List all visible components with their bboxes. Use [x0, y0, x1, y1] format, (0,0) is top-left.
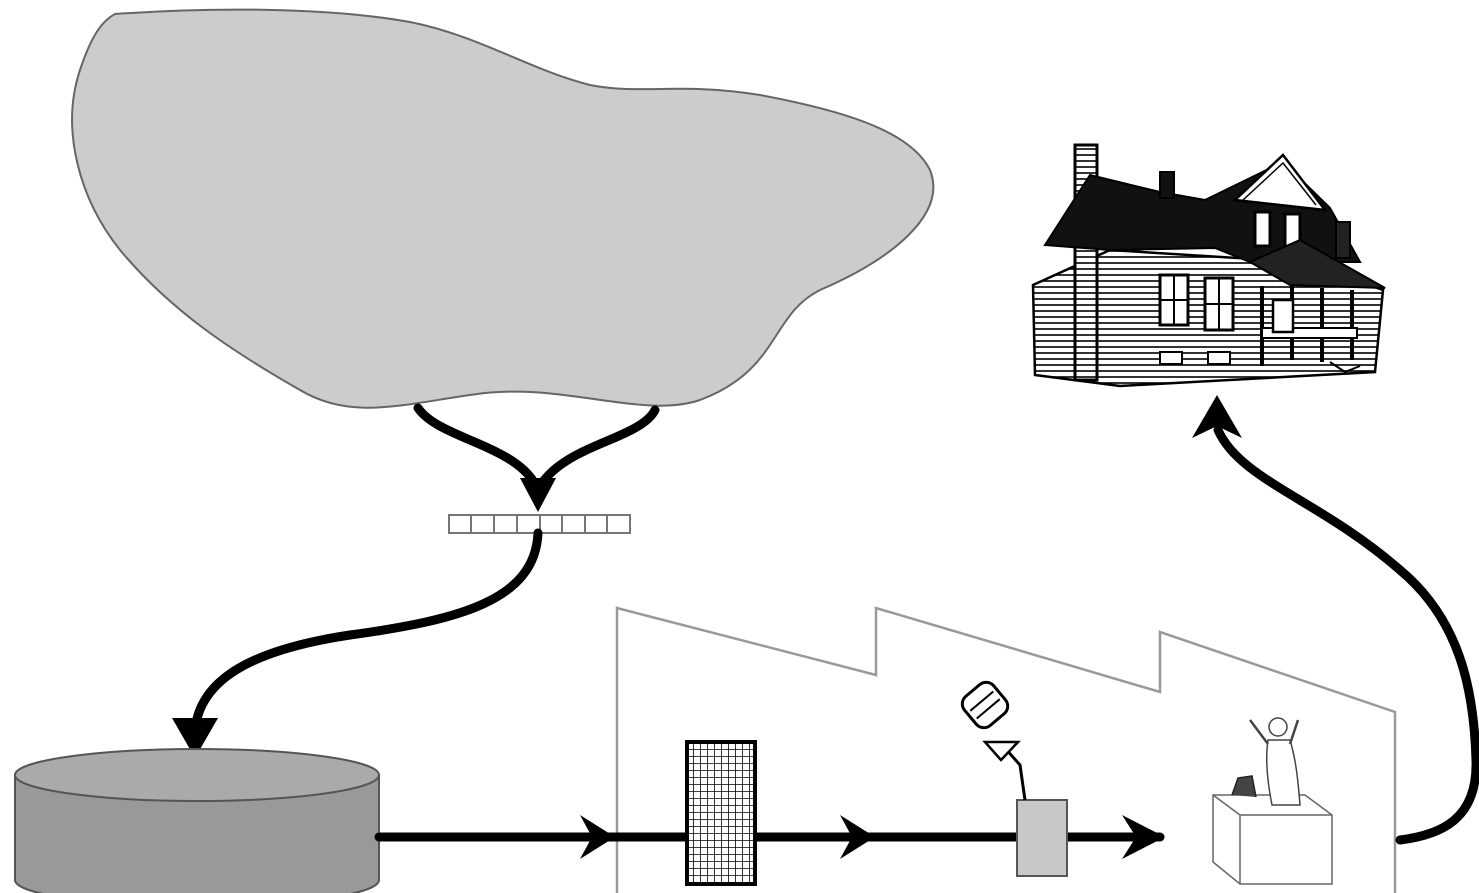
worker-at-desk-icon [1212, 717, 1333, 885]
lamp-outlet-arrowhead [1122, 815, 1165, 859]
storage-tank-icon [14, 748, 380, 893]
source-stream-left [413, 403, 543, 495]
treatment-plant-outline [615, 606, 1397, 893]
tank-inlet-arrowhead [172, 718, 218, 758]
grid-filter-icon [685, 740, 757, 886]
uv-lamp-icon [960, 680, 1068, 877]
house-inlet-arrowhead [1192, 395, 1242, 438]
pipe-to-tank-flow [190, 528, 543, 735]
merge-arrowhead [520, 478, 556, 512]
house-icon [1031, 143, 1386, 388]
filter-outlet-arrowhead [840, 815, 875, 859]
plant-inlet-arrowhead [580, 815, 615, 859]
source-stream-right [533, 405, 660, 495]
plant-to-house-flow [1213, 425, 1479, 845]
segmented-pipe-icon [448, 514, 631, 534]
water-source-cloud-icon [71, 8, 935, 409]
